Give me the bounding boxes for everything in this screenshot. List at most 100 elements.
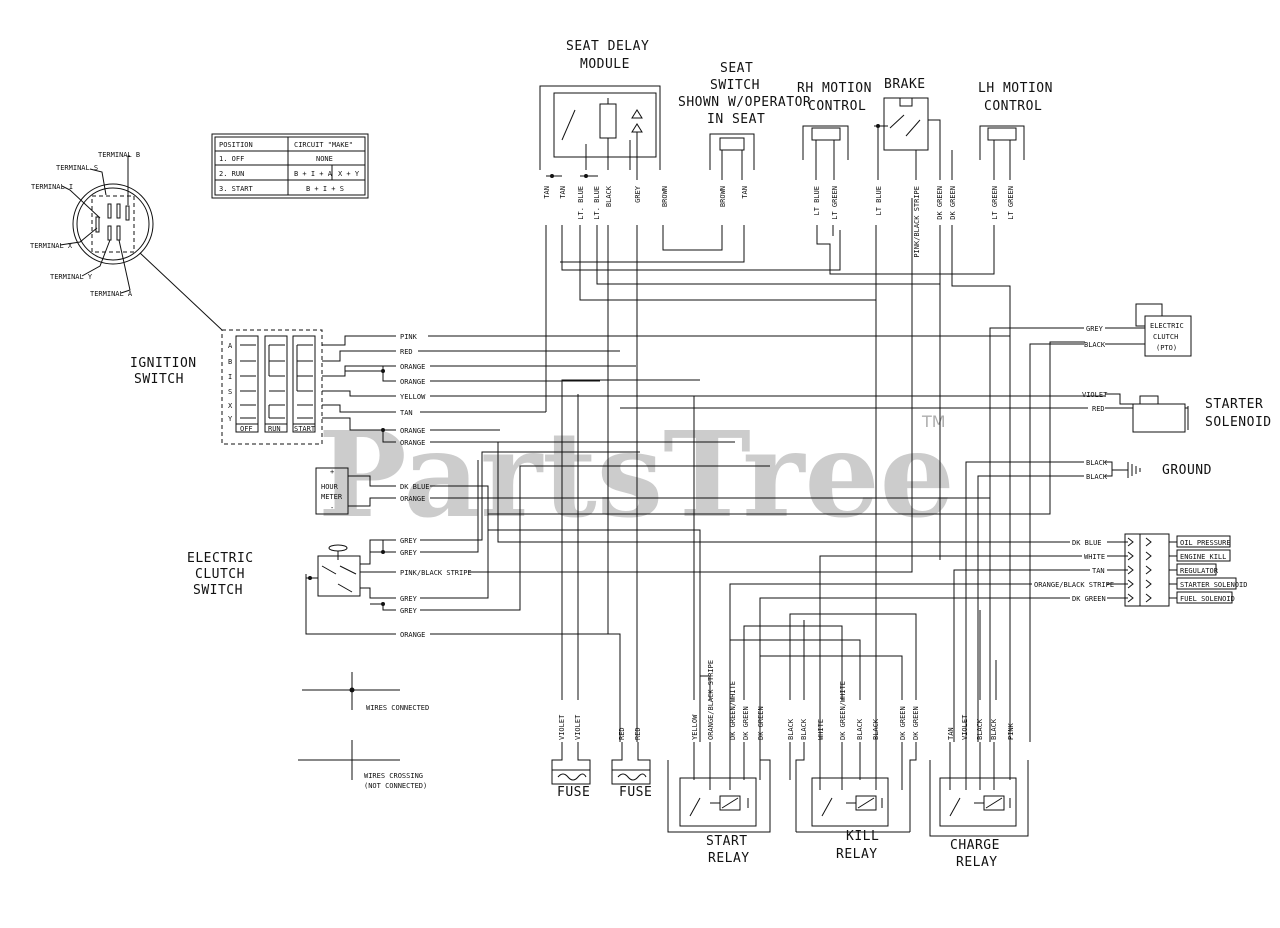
connector-wire-orange-black: ORANGE/BLACK STRIPE <box>1034 581 1114 589</box>
ground-wire-black-1: BLACK <box>1086 459 1108 467</box>
lh-motion-control: LH MOTION CONTROL <box>978 81 1052 180</box>
top-wire-rh-lt-blue: LT BLUE <box>813 186 821 216</box>
kill-wire-black-1: BLACK <box>787 718 795 740</box>
top-wire-brown-2: BROWN <box>719 186 727 207</box>
ign-letter-b: B <box>228 358 232 366</box>
seat-switch-label-3: SHOWN W/OPERATOR <box>678 95 811 110</box>
hour-meter-plus: + <box>330 468 334 476</box>
table-header-circuit: CIRCUIT "MAKE" <box>294 141 353 149</box>
ign-wire-pink: PINK <box>400 333 418 341</box>
ignition-switch: IGNITION SWITCH OFF RUN START A B I S X … <box>130 329 323 445</box>
charge-relay-label-1: CHARGE <box>950 838 1000 853</box>
ign-wire-tan: TAN <box>400 409 413 417</box>
ign-wire-orange-4: ORANGE <box>400 439 425 447</box>
seat-delay-label-1: SEAT DELAY <box>566 39 649 54</box>
clutch-wire-pink-black: PINK/BLACK STRIPE <box>400 569 472 577</box>
charge-relay: CHARGE RELAY <box>929 760 1029 870</box>
terminal-y-label: TERMINAL Y <box>50 273 93 281</box>
connector-wire-tan: TAN <box>1092 567 1105 575</box>
hour-meter-label-2: METER <box>321 493 343 501</box>
top-wire-brake-lt-blue: LT BLUE <box>875 186 883 216</box>
fuse1-wire-violet-2: VIOLET <box>574 714 582 740</box>
charge-wire-tan: TAN <box>947 727 955 740</box>
seat-delay-module: SEAT DELAY MODULE <box>539 39 661 180</box>
top-wire-brake-dk-green-1: DK GREEN <box>936 186 944 220</box>
kill-relay: KILL RELAY <box>796 777 910 862</box>
ign-letter-x: X <box>228 402 233 410</box>
charge-wire-violet: VIOLET <box>961 714 969 740</box>
top-wire-tan-2: TAN <box>559 186 567 199</box>
clutch-switch-label-1: ELECTRIC <box>187 551 254 566</box>
ign-pos-start: START <box>294 425 316 433</box>
start-wire-yellow: YELLOW <box>691 714 699 740</box>
lh-motion-label-2: CONTROL <box>984 99 1042 114</box>
terminal-a-label: TERMINAL A <box>90 290 133 298</box>
charge-wire-pink: PINK <box>1007 722 1015 740</box>
starter-solenoid-label-2: SOLENOID <box>1205 415 1272 430</box>
table-row-run-circuit-a: B + I + A <box>294 170 333 178</box>
connector-starter-solenoid: STARTER SOLENOID <box>1180 581 1247 589</box>
legend-crossing-2: (NOT CONNECTED) <box>364 782 427 790</box>
top-wire-grey: GREY <box>634 185 642 203</box>
clutch-wire-grey-2: GREY <box>400 549 418 557</box>
start-relay-label-2: RELAY <box>708 851 750 866</box>
connector-regulator: REGULATOR <box>1180 567 1219 575</box>
fuse1-wire-violet-1: VIOLET <box>558 714 566 740</box>
start-relay: START RELAY <box>667 759 771 866</box>
ign-pos-off: OFF <box>240 425 253 433</box>
engine-connector: OIL PRESSURE ENGINE KILL REGULATOR START… <box>497 442 1247 742</box>
ign-letter-i: I <box>228 373 232 381</box>
kill-relay-label-2: RELAY <box>836 847 878 862</box>
fuse-1: FUSE <box>551 769 591 800</box>
table-row-run: 2. RUN <box>219 170 244 178</box>
legend-crossing-1: WIRES CROSSING <box>364 772 423 780</box>
top-wire-black: BLACK <box>605 185 613 207</box>
top-wire-lt-blue-2: LT. BLUE <box>593 186 601 220</box>
table-row-off-circuit: NONE <box>316 155 333 163</box>
ignition-wires: PINK RED ORANGE ORANGE YELLOW TAN ORANGE… <box>322 333 1105 447</box>
start-wire-dk-green-white: DK GREEN/WHITE <box>729 681 737 740</box>
clutch-switch-label-2: CLUTCH <box>195 567 245 582</box>
kill-wire-dk-green-1: DK GREEN <box>899 706 907 740</box>
ign-wire-yellow: YELLOW <box>400 393 426 401</box>
start-wire-orange-black: ORANGE/BLACK STRIPE <box>707 660 715 740</box>
key-switch: TERMINAL B TERMINAL S TERMINAL I TERMINA… <box>30 151 223 331</box>
connector-wire-dk-green: DK GREEN <box>1072 595 1106 603</box>
ground: BLACK BLACK GROUND <box>965 459 1211 742</box>
kill-relay-label-1: KILL <box>846 829 879 844</box>
table-row-start-circuit: B + I + S <box>306 185 344 193</box>
seat-switch-label-1: SEAT <box>720 61 753 76</box>
top-wire-brake-pink-black: PINK/BLACK STRIPE <box>913 186 921 258</box>
top-wire-lt-blue-1: LT. BLUE <box>577 186 585 220</box>
hour-wire-orange: ORANGE <box>400 495 425 503</box>
electric-clutch-pto: ELECTRIC CLUTCH (PTO) GREY BLACK <box>989 303 1192 742</box>
hour-meter-minus: - <box>330 504 334 512</box>
clutch-wire-grey-4: GREY <box>400 607 418 615</box>
fuse-2-label: FUSE <box>619 785 652 800</box>
hour-wire-dk-blue: DK BLUE <box>400 483 430 491</box>
pto-wire-grey: GREY <box>1086 325 1104 333</box>
legend: WIRES CONNECTED WIRES CROSSING (NOT CONN… <box>298 672 429 790</box>
top-wire-lh-lt-green-2: LT GREEN <box>1007 186 1015 220</box>
seat-switch-label-4: IN SEAT <box>707 112 765 127</box>
watermark-brand: PartsTree <box>318 405 955 544</box>
charge-wire-black-1: BLACK <box>976 718 984 740</box>
kill-wire-white: WHITE <box>817 719 825 740</box>
ign-wire-red: RED <box>400 348 413 356</box>
fuse-2: FUSE <box>611 769 652 800</box>
seat-delay-label-2: MODULE <box>580 57 630 72</box>
start-relay-label-1: START <box>706 834 748 849</box>
seat-switch: SEAT SWITCH SHOWN W/OPERATOR IN SEAT <box>678 61 811 180</box>
kill-wire-black-2: BLACK <box>800 718 808 740</box>
top-wire-brake-dk-green-2: DK GREEN <box>949 186 957 220</box>
brake-switch: BRAKE <box>874 77 953 180</box>
ign-wire-orange-3: ORANGE <box>400 427 425 435</box>
pto-label-3: (PTO) <box>1156 344 1177 352</box>
kill-wire-dk-green-2: DK GREEN <box>912 706 920 740</box>
fuse2-wire-red-1: RED <box>618 727 626 740</box>
terminal-i-label: TERMINAL I <box>31 183 73 191</box>
electric-clutch-switch: ELECTRIC CLUTCH SWITCH GREY GREY PINK/BL… <box>187 198 1085 742</box>
brake-label: BRAKE <box>884 77 926 92</box>
ign-letter-a: A <box>228 342 233 350</box>
